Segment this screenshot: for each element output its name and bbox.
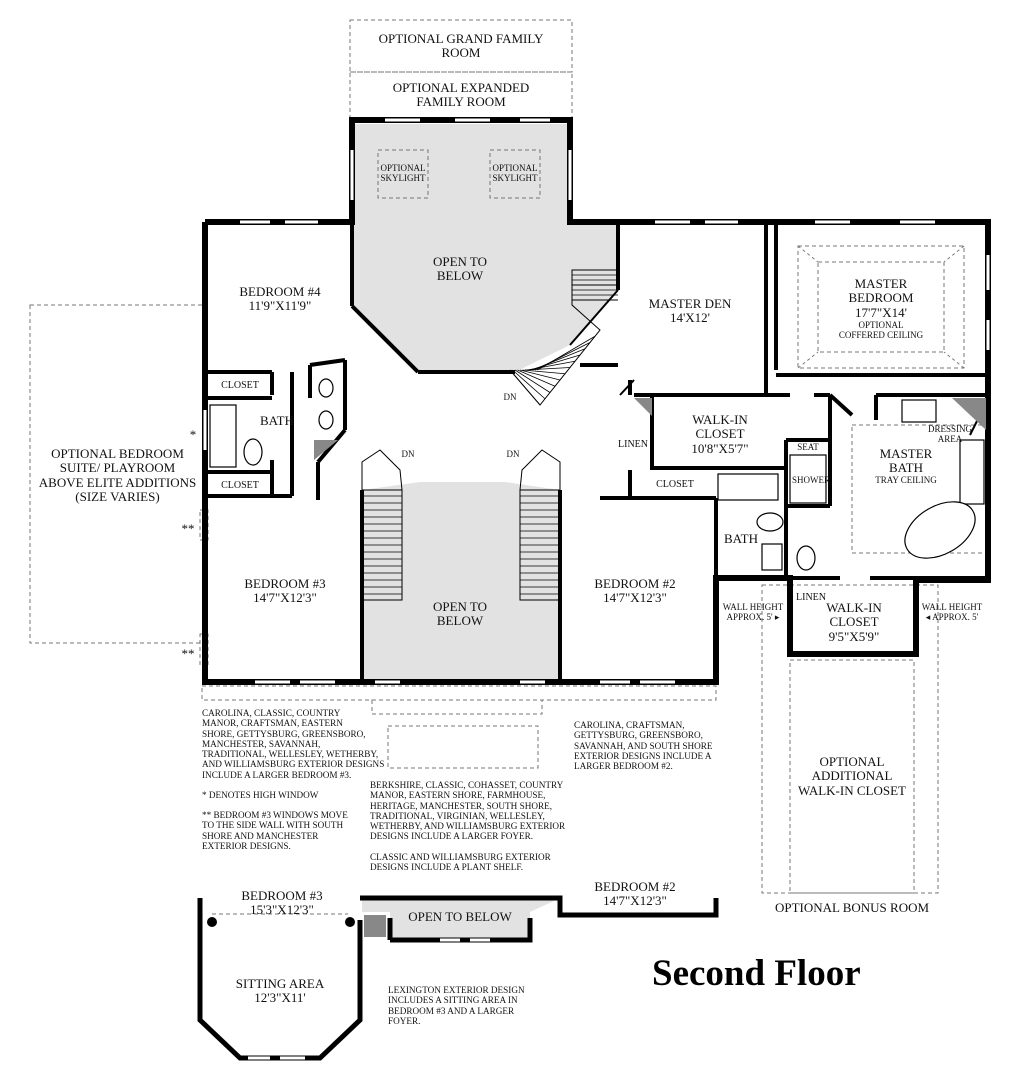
closet-bedroom4-label: CLOSET (221, 380, 259, 391)
linen-hall-label: LINEN (618, 439, 648, 450)
seat-label: SEAT (797, 442, 819, 452)
stair-treads (362, 274, 618, 595)
note-bedroom3: CAROLINA, CLASSIC, COUNTRY MANOR, CRAFTS… (202, 708, 385, 780)
interior-walls (205, 222, 988, 682)
floor-title: Second Floor (652, 953, 861, 994)
stair-dn-3: DN (506, 449, 520, 459)
note-high-window: * DENOTES HIGH WINDOW (202, 790, 319, 800)
wall-height-right-label: WALL HEIGHT◂ APPROX. 5' (921, 602, 983, 622)
inset-windows (248, 938, 490, 1060)
inset-post-right (345, 917, 355, 927)
bath-right-label: BATH (724, 531, 758, 546)
stair-tread (519, 369, 561, 381)
stair-tread (534, 342, 591, 371)
open-to-below-top-area (352, 124, 618, 372)
window-mark-top: ** (181, 521, 195, 536)
closet-bedroom2-label: CLOSET (656, 479, 694, 490)
inset-plan (197, 895, 719, 1061)
note-windows-move: ** BEDROOM #3 WINDOWS MOVE TO THE SIDE W… (202, 810, 348, 851)
tray-ceiling-label: TRAY CEILING (875, 475, 937, 485)
note-lexington: LEXINGTON EXTERIOR DESIGN INCLUDES A SIT… (388, 985, 525, 1026)
fixtures (209, 378, 985, 571)
stair-tread (537, 335, 596, 371)
stair-tread (509, 369, 541, 406)
inset-open-area (362, 898, 560, 940)
high-window-mark: * (189, 427, 197, 442)
inset-open-to-below-label: OPEN TO BELOW (408, 909, 512, 924)
linen-wic-label: LINEN (796, 592, 826, 603)
bath-left-label: BATH (260, 413, 294, 428)
note-plant-shelf: CLASSIC AND WILLIAMSBURG EXTERIOR DESIGN… (370, 852, 551, 873)
optional-bonus-room-label: OPTIONAL BONUS ROOM (774, 900, 930, 915)
stair-tread (522, 369, 566, 375)
stair-tread (514, 369, 551, 393)
stair-dn-1: DN (503, 392, 517, 402)
stair-dn-2: DN (401, 449, 415, 459)
closet-bedroom3-label: CLOSET (221, 480, 259, 491)
windows (203, 118, 990, 684)
note-foyer: BERKSHIRE, CLASSIC, COHASSET, COUNTRY MA… (370, 780, 566, 842)
stair-tread (517, 369, 556, 387)
open-to-below-foyer-area (362, 482, 560, 682)
shower-label: SHOWER (792, 475, 830, 485)
dark-fills (314, 398, 986, 937)
window-mark-bottom: ** (181, 646, 195, 661)
coffered-lines (797, 245, 965, 369)
inset-post-left (207, 917, 217, 927)
note-bedroom2: CAROLINA, CRAFTSMAN, GETTYSBURG, GREENSB… (574, 720, 713, 772)
stair-tread (512, 369, 546, 400)
